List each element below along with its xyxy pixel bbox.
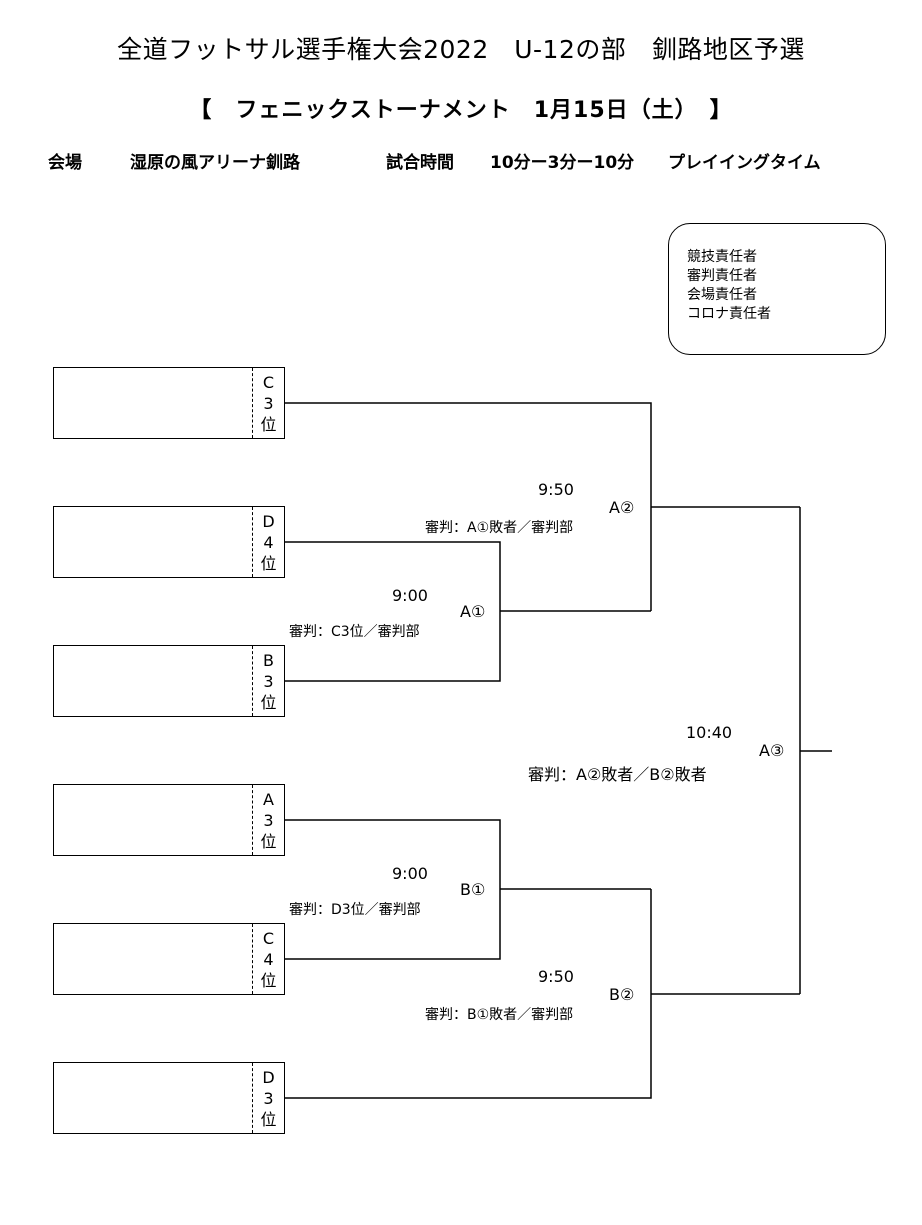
seed-label: D 3 位 [252,1063,284,1133]
match-a3-time: 10:40 [686,723,733,742]
staff-box: 競技責任者 審判責任者 会場責任者 コロナ責任者 [668,223,886,355]
seed-suffix: 位 [260,831,277,851]
match-time-type: プレイイングタイム [668,153,821,173]
team-slot-5: C 4 位 [53,923,285,995]
seed-suffix: 位 [260,1109,277,1129]
match-a1-label: A① [460,602,486,621]
match-b1-label: B① [460,880,486,899]
seed-group: B [263,650,274,670]
seed-rank: 3 [263,810,274,830]
staff-referee-manager: 審判責任者 [687,268,757,284]
team-slot-3: B 3 位 [53,645,285,717]
venue-name: 湿原の風アリーナ釧路 [130,153,300,173]
team-slot-1: C 3 位 [53,367,285,439]
match-time-format: 10分ー3分ー10分 [490,153,635,173]
seed-rank: 3 [263,1088,274,1108]
venue-label: 会場 [48,153,82,173]
match-b1-time: 9:00 [392,864,428,883]
team-slot-6: D 3 位 [53,1062,285,1134]
match-a2-label: A② [609,498,635,517]
staff-venue-manager: 会場責任者 [687,287,757,303]
bracket-line-a2 [285,402,652,611]
seed-suffix: 位 [260,553,277,573]
seed-group: C [262,372,275,392]
seed-suffix: 位 [260,970,277,990]
seed-rank: 3 [263,671,274,691]
match-b1-referee: 審判：D3位／審判部 [289,902,421,918]
staff-covid-manager: コロナ責任者 [687,306,771,322]
bracket-line-b2 [285,889,652,1099]
match-a3-label: A③ [759,741,785,760]
seed-suffix: 位 [260,692,277,712]
team-slot-2: D 4 位 [53,506,285,578]
match-time-label: 試合時間 [386,153,454,173]
seed-group: D [262,511,275,531]
seed-group: D [262,1067,275,1087]
match-a3-referee: 審判：A②敗者／B②敗者 [528,765,707,784]
staff-competition-manager: 競技責任者 [687,249,757,265]
match-b2-referee: 審判：B①敗者／審判部 [425,1007,574,1023]
seed-label: D 4 位 [252,507,284,577]
match-b2-time: 9:50 [538,967,574,986]
seed-label: B 3 位 [252,646,284,716]
seed-rank: 4 [263,949,274,969]
seed-rank: 4 [263,532,274,552]
tournament-subtitle: 【 フェニックストーナメント 1月15日（土） 】 [189,98,733,123]
match-a2-time: 9:50 [538,480,574,499]
seed-group: A [263,789,274,809]
seed-rank: 3 [263,393,274,413]
page-title: 全道フットサル選手権大会2022 U-12の部 釧路地区予選 [117,35,805,64]
seed-label: C 3 位 [252,368,284,438]
seed-label: C 4 位 [252,924,284,994]
team-slot-4: A 3 位 [53,784,285,856]
match-a1-referee: 審判：C3位／審判部 [289,624,420,640]
match-b2-label: B② [609,985,635,1004]
seed-group: C [262,928,275,948]
seed-label: A 3 位 [252,785,284,855]
seed-suffix: 位 [260,414,277,434]
match-a1-time: 9:00 [392,586,428,605]
match-a2-referee: 審判：A①敗者／審判部 [425,520,574,536]
